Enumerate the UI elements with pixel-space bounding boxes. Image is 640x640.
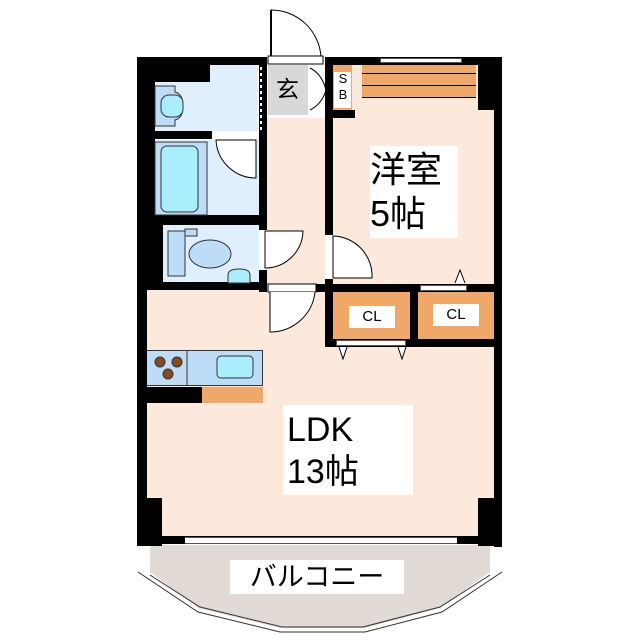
- western-room-window: [380, 58, 462, 63]
- wall-closet-bottom: [325, 339, 502, 347]
- wall-toilet-left: [147, 215, 163, 290]
- kitchen-wall: [145, 387, 202, 403]
- balcony-window: [185, 537, 457, 544]
- closet-door-2-opening: [420, 285, 467, 291]
- wall-left-lower: [137, 290, 147, 540]
- ldk-label: LDK 13帖: [283, 405, 413, 495]
- wall-right-pillar: [478, 57, 502, 110]
- shoe-box-label-bg: [334, 72, 351, 108]
- closet-door-1: [336, 340, 406, 346]
- shoe-box-label-b: B: [338, 87, 348, 102]
- closet-2-label: CL: [433, 304, 479, 326]
- wall-entrance-bottom: [325, 110, 355, 118]
- wall-toilet-bottom: [147, 282, 267, 290]
- ldk-size: 13帖: [287, 453, 359, 491]
- western-room-name: 洋室: [370, 149, 443, 190]
- wall-washroom-bottom: [147, 131, 212, 139]
- western-room-size: 5帖: [370, 193, 427, 234]
- closet-1-label: CL: [349, 306, 395, 328]
- entrance-step: [308, 65, 330, 115]
- wall-bath-bottom: [147, 215, 267, 225]
- kitchen-counter-bottom: [201, 387, 263, 403]
- balcony-label: バルコニー: [230, 560, 404, 594]
- entrance-floor: [268, 65, 308, 115]
- western-room-shelf: [362, 65, 476, 98]
- shoe-box-label-s: S: [338, 71, 348, 86]
- entrance-label: 玄: [276, 76, 299, 102]
- shelf-line: [362, 85, 476, 86]
- shelf-line: [362, 97, 476, 98]
- shelf-line: [362, 73, 476, 74]
- ldk-name: LDK: [287, 411, 354, 449]
- wall-closet-divider: [410, 284, 418, 347]
- shoe-box-label: S B: [335, 71, 351, 103]
- wall-ldk-top: [315, 284, 502, 292]
- western-room-label: 洋室 5帖: [370, 146, 458, 238]
- wall-hall-right: [325, 57, 333, 347]
- wall-top-block: [155, 57, 210, 82]
- wall-right: [494, 57, 502, 547]
- wall-hall-left: [259, 57, 267, 292]
